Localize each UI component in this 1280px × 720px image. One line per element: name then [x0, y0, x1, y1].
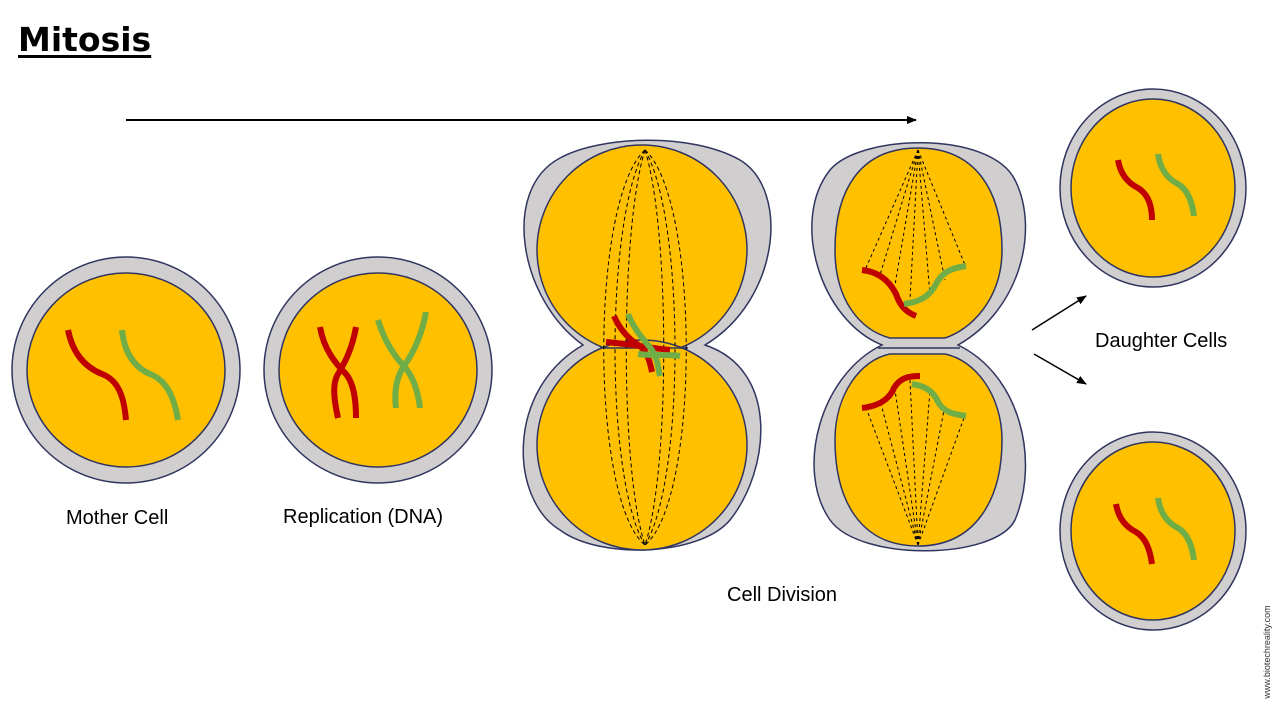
- watermark: www.biotechreality.com: [1262, 605, 1272, 699]
- chromosome-red: [65, 329, 129, 421]
- chromatid-red-1: [317, 326, 359, 419]
- label-cell-division: Cell Division: [727, 584, 838, 606]
- daughter-cell-upper: [1059, 88, 1247, 288]
- label-daughter-cells: Daughter Cells: [1095, 330, 1228, 352]
- chromosome-red: [1113, 503, 1155, 565]
- mother-cell: [11, 256, 241, 484]
- label-replication: Replication (DNA): [283, 506, 444, 528]
- chromatid-green-2: [392, 311, 429, 409]
- spindle-fibers: [603, 149, 687, 546]
- cell-cytoplasm: [278, 272, 478, 468]
- spindle-fibers-upper: [864, 149, 966, 301]
- chromosome-green-lower: [911, 381, 967, 419]
- cell-cytoplasm: [1070, 98, 1236, 278]
- diagram-title: Mitosis: [18, 20, 152, 59]
- chromosome-green: [119, 329, 181, 421]
- cell-cytoplasm: [1070, 441, 1236, 621]
- chromosome-red: [1115, 159, 1155, 221]
- daughter-cell-lower: [1059, 431, 1247, 631]
- chromosome-green: [625, 312, 663, 377]
- replication-cell: [263, 256, 493, 484]
- cell-cytoplasm: [26, 272, 226, 468]
- chromosome-green: [1155, 497, 1197, 561]
- upper-cytoplasm: [536, 144, 748, 356]
- chromatid-red-2: [331, 326, 359, 419]
- arrow-to-upper-daughter: [1031, 295, 1087, 331]
- anaphase-cell: [811, 142, 1027, 552]
- arrow-to-lower-daughter: [1033, 353, 1087, 385]
- upper-cytoplasm: [834, 147, 1003, 339]
- chromosome-green: [1155, 153, 1197, 217]
- chromosome-red-arm: [605, 339, 671, 353]
- lower-cytoplasm: [536, 339, 748, 551]
- chromosome-red-lower: [861, 373, 921, 411]
- spindle-fibers-lower: [864, 379, 966, 546]
- label-mother-cell: Mother Cell: [66, 507, 169, 529]
- chromosome-green-upper: [903, 263, 967, 307]
- chromosome-green-arm: [637, 351, 681, 359]
- metaphase-cell: [522, 139, 772, 551]
- chromosome-red-upper: [861, 267, 918, 319]
